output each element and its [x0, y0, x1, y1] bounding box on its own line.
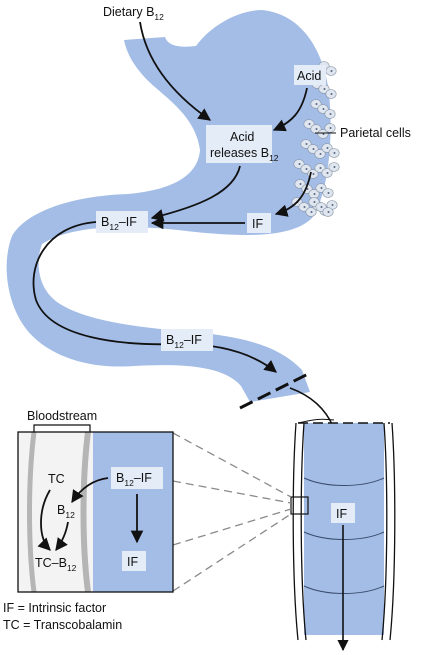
- parietal-cell-nucleus: [305, 143, 308, 145]
- parietal-cell-nucleus: [319, 167, 322, 169]
- acid-label: Acid: [297, 69, 321, 83]
- magnifier-box: [290, 496, 309, 515]
- transit-arrow: [32, 221, 277, 373]
- parietal-cell-nucleus: [310, 211, 313, 213]
- parietal-cell-nucleus: [305, 168, 308, 170]
- projection-lines: [172, 432, 292, 592]
- parietal-cell-nucleus: [312, 148, 315, 150]
- tc-arrow: [37, 489, 51, 551]
- legend-if: IF = Intrinsic factor: [3, 601, 106, 615]
- parietal-cell-nucleus: [312, 173, 315, 175]
- if-label-inset: IF: [127, 555, 138, 569]
- bloodstream-bracket: [33, 424, 91, 432]
- if-label-stomach: IF: [252, 217, 263, 231]
- parietal-cell-nucleus: [303, 206, 306, 208]
- if-label-ileum: IF: [336, 507, 347, 521]
- b12-blood-label: B12: [57, 503, 75, 520]
- acid-releases-box: [206, 125, 272, 163]
- parietal-cell-nucleus: [333, 166, 336, 168]
- tc-label: TC: [48, 472, 65, 486]
- b12-to-complex-arrow: [55, 521, 69, 552]
- inset-frame: [17, 431, 174, 593]
- parietal-cell-nucleus: [330, 93, 333, 95]
- parietal-cell-nucleus: [313, 193, 316, 195]
- parietal-cell-nucleus: [326, 172, 329, 174]
- parietal-cell-nucleus: [329, 113, 332, 115]
- if-box-inset: [122, 551, 146, 571]
- acid-box: [294, 65, 326, 85]
- if-box-ileum: [331, 503, 355, 523]
- b12-if-box-stomach: [96, 211, 148, 233]
- bloodstream-label: Bloodstream: [27, 409, 97, 423]
- parietal-cell-nucleus: [298, 163, 301, 165]
- tc-b12-label: TC–B12: [35, 556, 77, 573]
- parietal-cell-nucleus: [299, 183, 302, 185]
- released-b12-arrow: [150, 165, 241, 222]
- b12-if-label-inset: B12–IF: [116, 471, 152, 488]
- b12-if-label-stomach: B12–IF: [101, 215, 137, 232]
- parietal-cell-nucleus: [333, 152, 336, 154]
- parietal-cell-nucleus: [315, 128, 318, 130]
- parietal-cell-nucleus: [315, 103, 318, 105]
- parietal-cell-nucleus: [331, 204, 334, 206]
- stomach-shape: [6, 10, 331, 402]
- parietal-cell-nucleus: [327, 211, 330, 213]
- parietal-cell-nucleus: [329, 127, 332, 129]
- parietal-cell-nucleus: [323, 88, 326, 90]
- parietal-cell-nucleus: [319, 153, 322, 155]
- parietal-cell-nucleus: [320, 206, 323, 208]
- parietal-cell-nucleus: [330, 70, 333, 72]
- parietal-cell-nucleus: [327, 192, 330, 194]
- duodenum-cut-line: [239, 372, 309, 410]
- parietal-cell-nucleus: [308, 123, 311, 125]
- legend-tc: TC = Transcobalamin: [3, 618, 122, 632]
- parietal-cell-nucleus: [322, 108, 325, 110]
- dietary-b12-arrow: [139, 21, 212, 121]
- b12-release-arrow: [71, 477, 109, 504]
- parietal-cell-nucleus: [326, 147, 329, 149]
- parietal-to-if-arrow: [274, 171, 312, 217]
- acid-releases-line1: Acid: [230, 130, 254, 144]
- b12-if-label-duodenum: B12–IF: [166, 333, 202, 350]
- parietal-cell-nucleus: [313, 201, 316, 203]
- ileum-segment: [292, 418, 396, 641]
- parietal-cell-nucleus: [320, 187, 323, 189]
- parietal-cells-label: Parietal cells: [340, 126, 411, 140]
- acid-arrow: [272, 87, 308, 132]
- b12-if-box-duodenum: [161, 329, 213, 351]
- acid-releases-line2: releases B12: [210, 146, 279, 163]
- parietal-cell-nucleus: [306, 188, 309, 190]
- b12-if-box-inset: [111, 467, 163, 489]
- if-box-stomach: [247, 213, 271, 233]
- inset-view: [18, 432, 173, 592]
- dietary-b12-label: Dietary B12: [103, 5, 164, 22]
